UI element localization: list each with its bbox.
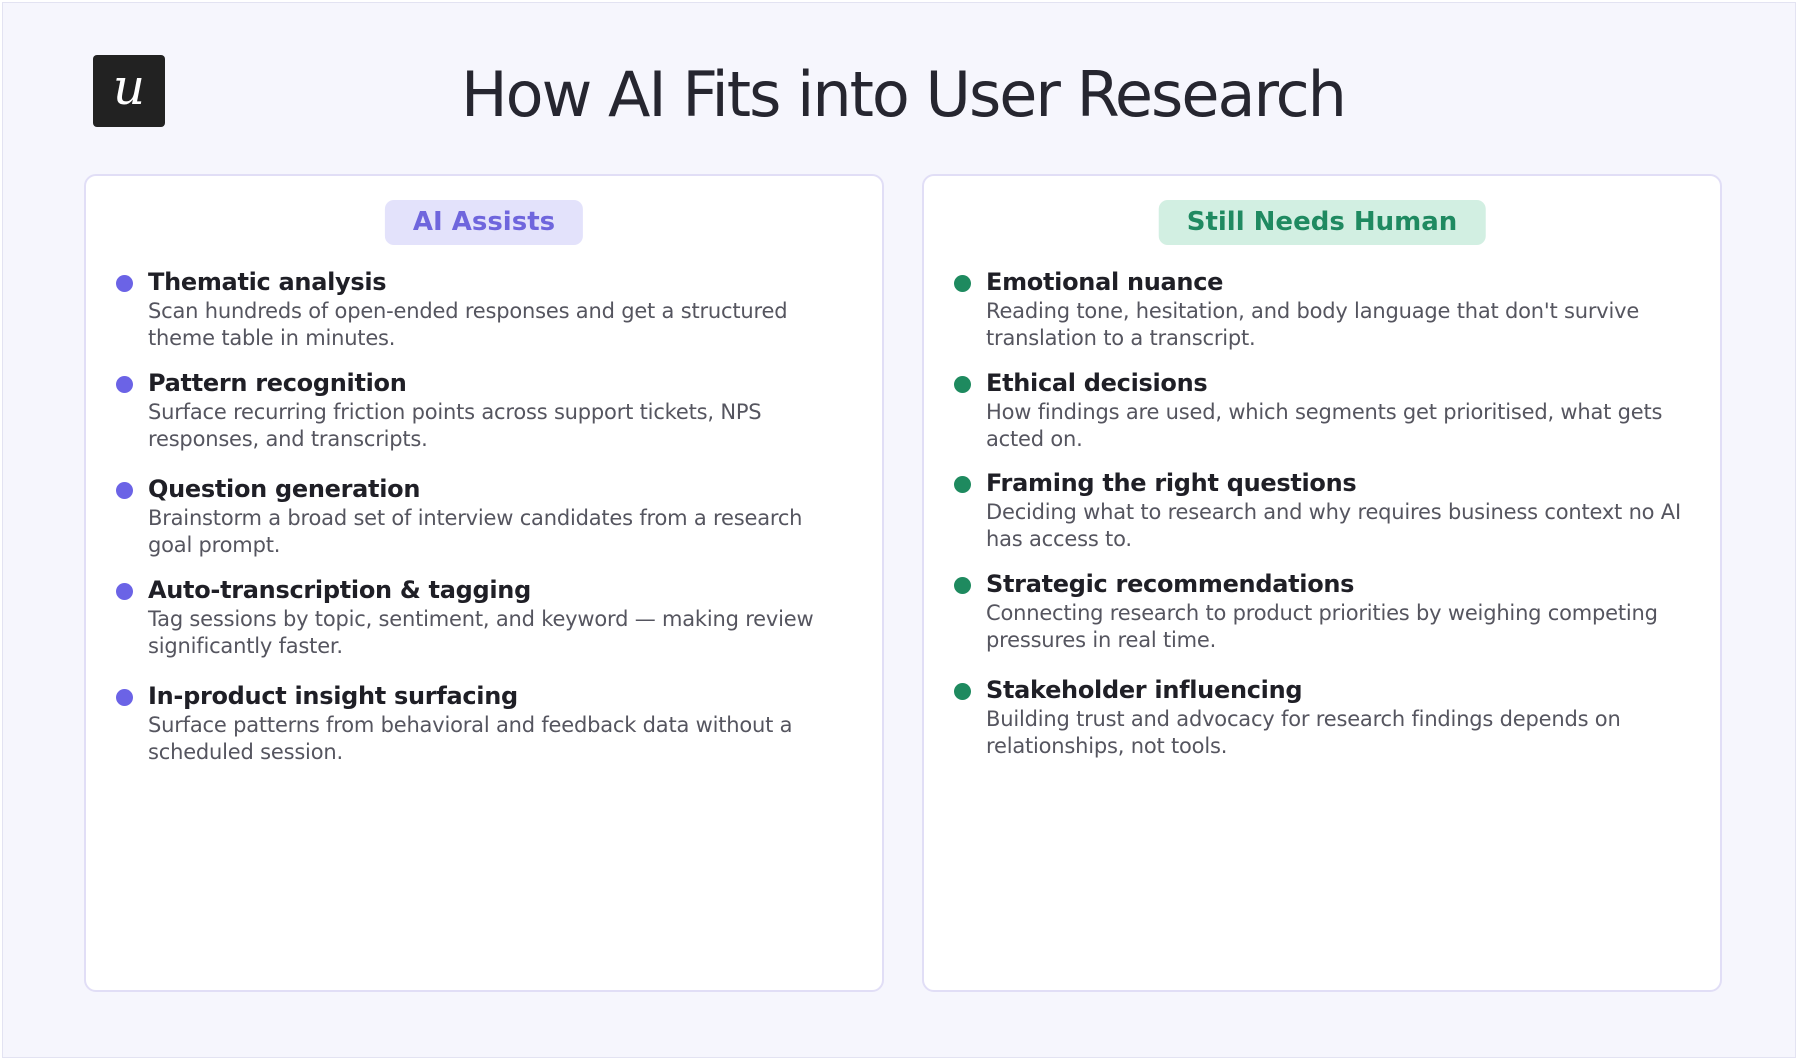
item-description: Tag sessions by topic, sentiment, and ke… xyxy=(148,607,814,658)
bullet-dot xyxy=(954,275,971,292)
item-description: Scan hundreds of open-ended responses an… xyxy=(148,299,788,350)
bullet-dot xyxy=(954,376,971,393)
item-description: Building trust and advocacy for research… xyxy=(986,707,1621,758)
bullet-dot xyxy=(116,583,133,600)
item-description: Surface patterns from behavioral and fee… xyxy=(148,713,793,764)
bullet-dot xyxy=(116,376,133,393)
userpilot-logo: u xyxy=(93,55,165,127)
item-title: Ethical decisions xyxy=(986,369,1208,397)
item-title: Auto-transcription & tagging xyxy=(148,576,531,604)
page-title: How AI Fits into User Research xyxy=(461,58,1347,131)
item-description: Surface recurring friction points across… xyxy=(148,400,762,451)
item-description: Connecting research to product prioritie… xyxy=(986,601,1658,652)
item-title: Question generation xyxy=(148,475,421,503)
item-description: Reading tone, hesitation, and body langu… xyxy=(986,299,1640,350)
list-item: Auto-transcription & tagging Tag session… xyxy=(116,574,852,660)
item-title: Stakeholder influencing xyxy=(986,676,1303,704)
list-item: In-product insight surfacing Surface pat… xyxy=(116,680,852,766)
logo-letter: u xyxy=(112,58,146,116)
bullet-dot xyxy=(954,683,971,700)
item-title: Strategic recommendations xyxy=(986,570,1355,598)
bullet-dot xyxy=(954,577,971,594)
still-needs-human-card: Still Needs Human Emotional nuance Readi… xyxy=(922,174,1722,992)
ai-assists-heading: AI Assists xyxy=(384,200,584,245)
list-item: Pattern recognition Surface recurring fr… xyxy=(116,367,852,453)
item-title: Framing the right questions xyxy=(986,469,1357,497)
list-item: Strategic recommendations Connecting res… xyxy=(954,568,1690,654)
list-item: Framing the right questions Deciding wha… xyxy=(954,467,1690,553)
list-item: Ethical decisions How findings are used,… xyxy=(954,367,1690,453)
bullet-dot xyxy=(954,476,971,493)
list-item: Question generation Brainstorm a broad s… xyxy=(116,473,852,559)
item-title: Emotional nuance xyxy=(986,268,1224,296)
item-description: How findings are used, which segments ge… xyxy=(986,400,1663,451)
bullet-dot xyxy=(116,275,133,292)
item-title: In-product insight surfacing xyxy=(148,682,518,710)
item-description: Brainstorm a broad set of interview cand… xyxy=(148,506,803,557)
still-needs-human-heading: Still Needs Human xyxy=(1158,200,1486,245)
bullet-dot xyxy=(116,689,133,706)
bullet-dot xyxy=(116,482,133,499)
item-title: Pattern recognition xyxy=(148,369,407,397)
item-description: Deciding what to research and why requir… xyxy=(986,500,1681,551)
list-item: Emotional nuance Reading tone, hesitatio… xyxy=(954,266,1690,352)
ai-assists-card: AI Assists Thematic analysis Scan hundre… xyxy=(84,174,884,992)
list-item: Thematic analysis Scan hundreds of open-… xyxy=(116,266,852,352)
list-item: Stakeholder influencing Building trust a… xyxy=(954,674,1690,760)
item-title: Thematic analysis xyxy=(148,268,387,296)
